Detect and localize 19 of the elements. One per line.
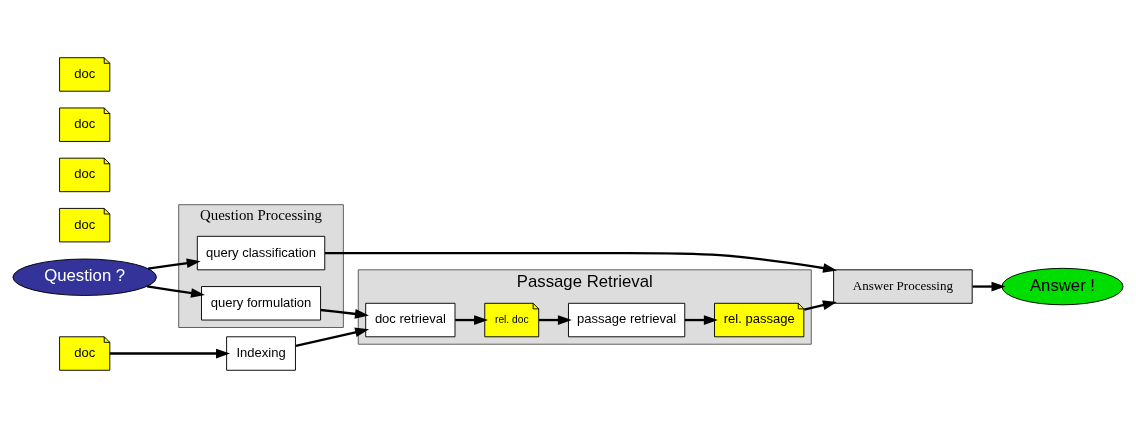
arrow (538, 314, 572, 325)
arrow (147, 257, 201, 270)
node-box: Answer Processing (833, 268, 973, 304)
node-box: Indexing (226, 335, 296, 371)
arrow (324, 251, 838, 273)
node-box: query formulation (201, 285, 322, 320)
arrow (146, 284, 205, 298)
arrow (109, 348, 230, 358)
node-box: passage retrieval (568, 302, 686, 337)
arrow (803, 299, 837, 311)
arrow (455, 314, 489, 325)
arrow (972, 281, 1006, 291)
node-box: doc retrieval (365, 302, 456, 337)
node-ellipse: Question ? (12, 258, 157, 296)
arrow (684, 314, 718, 325)
arrow (320, 308, 369, 319)
arrow (295, 327, 370, 347)
node-ellipse: Answer ! (1001, 267, 1124, 305)
node-box: query classification (196, 235, 326, 270)
